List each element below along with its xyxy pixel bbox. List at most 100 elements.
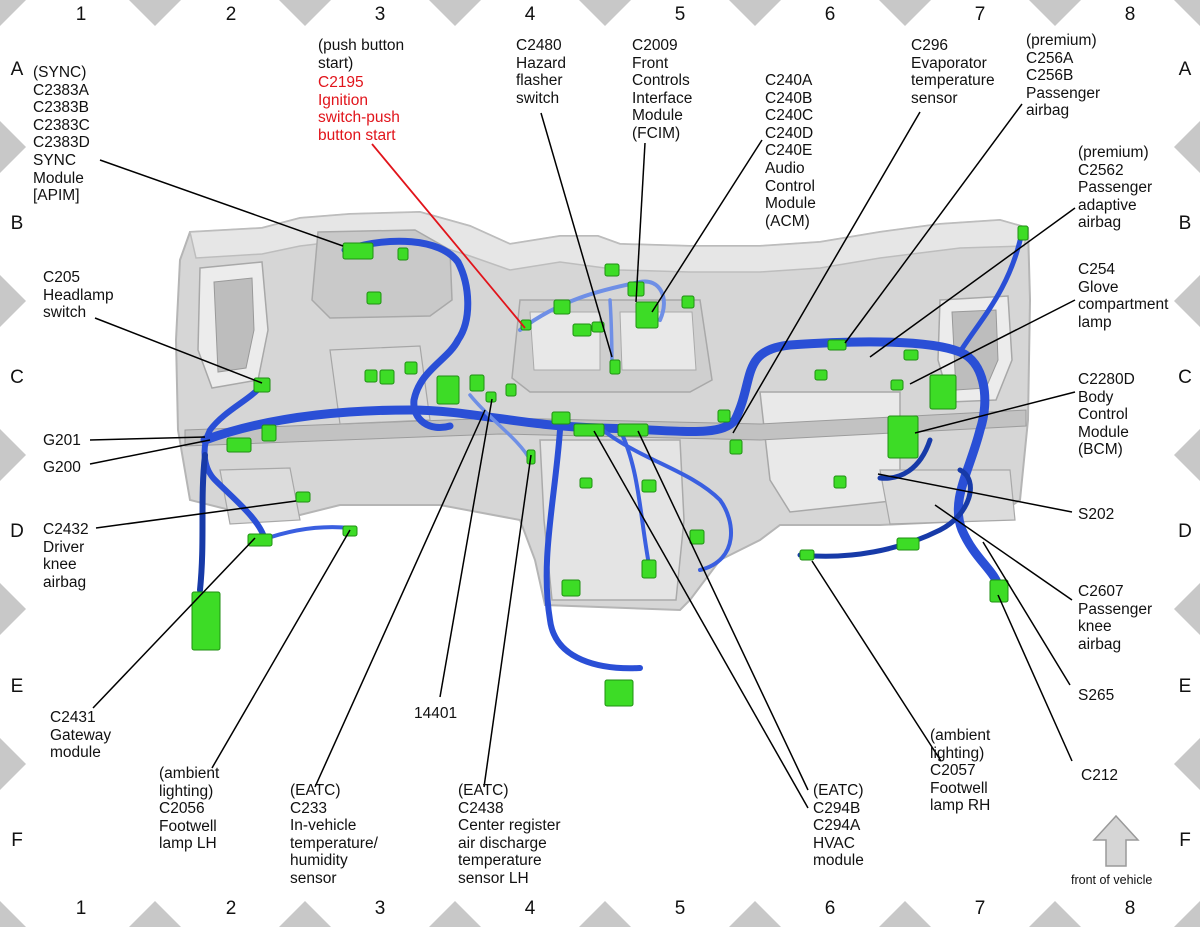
label-gateway-module: C2431 Gateway module [50,709,112,762]
connector-c212 [989,579,1009,603]
harness-driver-knee [260,525,352,542]
connector-hazard-cluster [572,323,592,337]
grid-row-left-A: A [10,59,24,80]
connector-column-a [364,369,378,383]
connector-adaptive-airbag [1017,225,1029,241]
grid-col-top-5: 5 [674,4,686,25]
label-headlamp-switch: C205 Headlamp switch [43,269,114,322]
frame-marker-left [0,121,26,173]
label-passenger-airbag: (premium) C256A C256B Passenger airbag [1026,32,1101,120]
frame-marker-bottom [1029,901,1081,927]
connector-cluster-a [366,291,382,305]
leader-14401 [439,398,493,698]
grid-col-bottom-6: 6 [824,898,836,919]
connectors [191,225,1029,707]
leader-fcim [635,142,646,303]
connector-right-c [814,369,828,381]
connector-right-e [833,475,847,489]
connector-footwell-rh [799,549,815,561]
grid-row-left-E: E [10,676,24,697]
label-footwell-lamp-lh: (ambient lighting) C2056 Footwell lamp L… [159,765,220,853]
grid-col-top-7: 7 [974,4,986,25]
ignition-switch-leader [371,143,526,329]
label-c212: C212 [1081,767,1119,784]
connector-center-a [505,383,517,397]
grid-col-bottom-8: 8 [1124,898,1136,919]
label-hvac-module: (EATC) C294B C294A HVAC module [813,782,864,870]
leader-glove-lamp [909,299,1076,385]
harness-main-trunk [200,337,1005,595]
leader-s202 [877,473,1073,513]
grid-row-right-E: E [1178,676,1192,697]
left-vent-opening [213,277,255,373]
grid-row-right-F: F [1179,830,1191,851]
grid-row-right-B: B [1178,213,1192,234]
connector-steering [436,375,460,405]
label-footwell-lamp-rh: (ambient lighting) C2057 Footwell lamp R… [930,727,991,815]
front-of-vehicle-arrow-icon [1092,814,1140,867]
frame-marker-left [0,738,26,790]
label-invehicle-sensor: (EATC) C233 In-vehicle temperature/ humi… [290,782,378,887]
label-front-of-vehicle: front of vehicle [1071,873,1153,887]
connector-top-c [604,263,620,277]
leader-acm [651,139,763,313]
connector-glove-lamp [929,374,957,410]
leader-g200 [89,439,211,465]
frame-marker-top [0,0,26,26]
label-evaporator-sensor: C296 Evaporator temperature sensor [911,37,995,107]
label-glove-lamp: C254 Glove compartment lamp [1078,261,1169,331]
frame-marker-bottom [879,901,931,927]
grid-col-bottom-4: 4 [524,898,536,919]
label-g201: G201 [43,432,81,449]
frame-marker-top [1029,0,1081,26]
leader-driver-knee-airbag [95,500,297,529]
connector-center-d [641,479,657,493]
frame-marker-bottom [0,901,26,927]
connector-center-e [561,579,581,597]
grid-col-bottom-1: 1 [75,898,87,919]
label-bcm: C2280D Body Control Module (BCM) [1078,371,1135,459]
frame-marker-top [129,0,181,26]
connector-column-b [379,369,395,385]
leader-center-register-sensor [483,454,532,788]
harness-right-lower [797,467,973,559]
label-14401: 14401 [414,705,458,722]
frame-marker-left [0,583,26,635]
grid-col-bottom-3: 3 [374,898,386,919]
grid-col-top-3: 3 [374,4,386,25]
connector-right-d [890,379,904,391]
connector-sync-module [342,242,374,260]
leader-footwell-lh [211,529,351,769]
connector-center-g [604,679,634,707]
connector-passenger-airbag [903,349,919,361]
leader-sync-module [99,159,344,247]
center-vent-left [529,311,601,371]
frame-marker-bottom [729,901,781,927]
grid-row-right-C: C [1178,367,1192,388]
connector-gateway [191,591,221,651]
connector-left-c [295,491,311,503]
leader-s265 [982,541,1071,686]
frame-marker-top [729,0,781,26]
frame-marker-bottom [579,901,631,927]
grid-row-right-A: A [1178,59,1192,80]
connector-center-h [689,529,705,545]
grid-col-bottom-5: 5 [674,898,686,919]
frame-marker-right [1174,429,1200,481]
label-ignition-switch: C2195 Ignition switch-push button start [318,74,400,144]
label-acm: C240A C240B C240C C240D C240E Audio Cont… [765,72,816,230]
leader-passenger-adaptive-airbag [869,207,1076,358]
left-lower-bracket [219,467,301,525]
grid-row-right-D: D [1178,521,1192,542]
leader-headlamp-switch [94,317,263,384]
harness-left-drop [197,452,208,593]
connector-column-d [469,374,485,392]
leader-evaporator-sensor [732,111,921,434]
label-push-button-start: (push button start) [318,37,405,72]
leader-gateway-module [92,537,256,709]
frame-marker-right [1174,738,1200,790]
harness-lh-register [468,393,532,462]
leader-passenger-knee-airbag [934,504,1073,601]
